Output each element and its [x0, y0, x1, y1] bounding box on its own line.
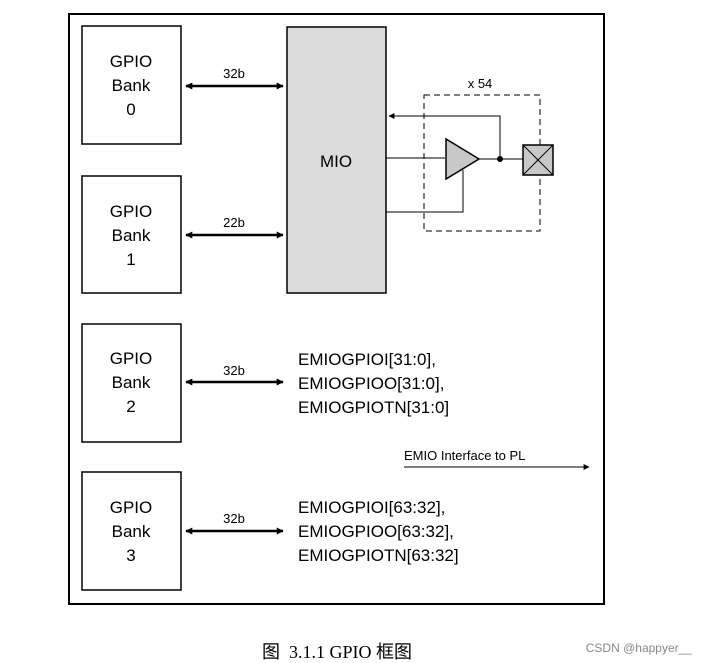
io-buffer-triangle [445, 137, 481, 181]
bank-3-bus-width: 32b [223, 511, 245, 526]
bank-0-line1: GPIO [110, 52, 153, 71]
csdn-watermark: CSDN @happyer__ [586, 641, 693, 655]
io-input-feedback-line [388, 113, 501, 158]
bank-1-line2: Bank [112, 226, 151, 245]
mio-block [286, 26, 387, 294]
bank-2-line2: Bank [112, 373, 151, 392]
io-multiplier-label: x 54 [468, 76, 493, 91]
emio-bank3-signal-2: EMIOGPIOTN[63:32] [298, 546, 459, 565]
figure-caption: 图 3.1.1 GPIO 框图 [262, 642, 412, 662]
mio-label: MIO [320, 152, 352, 171]
gpio-bank-0-box [81, 25, 182, 145]
bank-3-line3: 3 [126, 546, 135, 565]
bank-0-line2: Bank [112, 76, 151, 95]
bank-0-bus-width: 32b [223, 66, 245, 81]
bank-3-line2: Bank [112, 522, 151, 541]
bank-3-line1: GPIO [110, 498, 153, 517]
emio-bank2-signal-0: EMIOGPIOI[31:0], [298, 350, 436, 369]
bank-1-line3: 1 [126, 250, 135, 269]
emio-interface-label: EMIO Interface to PL [404, 448, 525, 463]
bank-1-line1: GPIO [110, 202, 153, 221]
emio-bank3-signal-1: EMIOGPIOO[63:32], [298, 522, 454, 541]
emio-bank3-signal-0: EMIOGPIOI[63:32], [298, 498, 445, 517]
bank-1-bus-width: 22b [223, 215, 245, 230]
emio-bank2-signal-1: EMIOGPIOO[31:0], [298, 374, 444, 393]
bank-2-bus-width: 32b [223, 363, 245, 378]
gpio-bank-3-box [81, 471, 182, 591]
emio-bank2-signal-2: EMIOGPIOTN[31:0] [298, 398, 449, 417]
io-pad-cross-b [522, 144, 554, 176]
bank-2-line3: 2 [126, 397, 135, 416]
bank-2-line1: GPIO [110, 349, 153, 368]
tristate-enable-line [386, 170, 464, 213]
gpio-bank-1-box [81, 175, 182, 294]
junction-dot [497, 156, 503, 162]
gpio-bank-2-box [81, 323, 182, 443]
bank-0-line3: 0 [126, 100, 135, 119]
